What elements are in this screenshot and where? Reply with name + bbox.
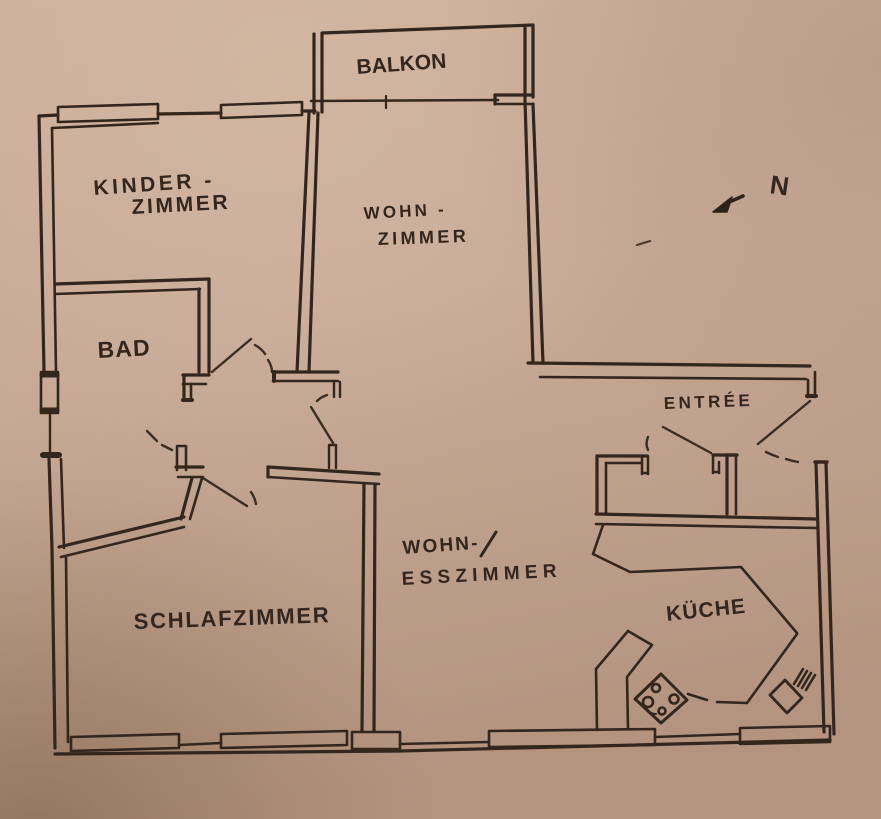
svg-text:WOHN -: WOHN - — [363, 200, 444, 223]
svg-text:BAD: BAD — [97, 334, 150, 363]
svg-text:WOHN-: WOHN- — [402, 533, 478, 559]
svg-text:N: N — [768, 169, 791, 201]
